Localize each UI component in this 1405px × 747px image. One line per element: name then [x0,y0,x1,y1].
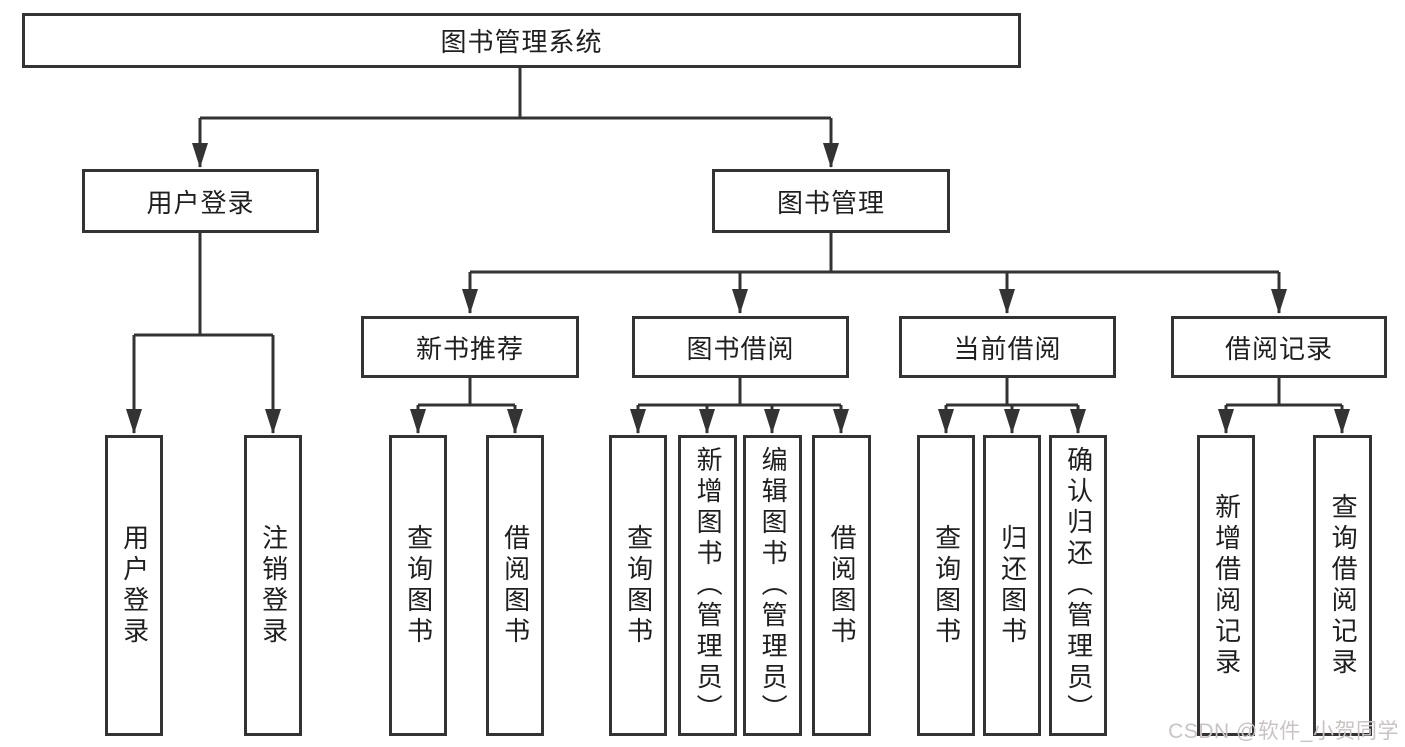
leaf-query-books-3: 查询图书 [917,435,975,736]
node-label: 新增图书（管理员） [693,446,724,725]
node-current-borrowing: 当前借阅 [899,316,1116,378]
node-label: 查询图书 [931,523,962,648]
leaf-query-borrow-record: 查询借阅记录 [1313,435,1372,736]
node-label: 用户登录 [119,523,150,648]
node-label: 借阅图书 [500,523,531,648]
csdn-watermark: CSDN @软件_小贺同学 [1168,720,1399,743]
leaf-logout: 注销登录 [244,435,302,736]
connector-current-borrowing-trunk [946,378,1078,407]
leaf-confirm-return-admin: 确认归还（管理员） [1049,435,1107,736]
node-label: 编辑图书（管理员） [758,446,789,725]
node-label: 确认归还（管理员） [1063,446,1094,725]
node-label: 新增借阅记录 [1211,492,1242,679]
node-label: 注销登录 [258,523,289,648]
leaf-return-book: 归还图书 [983,435,1041,736]
leaf-edit-book-admin: 编辑图书（管理员） [743,435,802,736]
connector-root-trunk [200,68,831,120]
node-label: 查询图书 [403,523,434,648]
node-label: 归还图书 [997,523,1028,648]
node-label: 查询借阅记录 [1328,492,1359,679]
leaf-query-books-1: 查询图书 [389,435,447,736]
leaf-borrow-books-2: 借阅图书 [812,435,871,736]
node-borrowing-records: 借阅记录 [1171,316,1387,378]
connector-new-book-trunk [418,378,515,407]
leaf-user-login: 用户登录 [105,435,163,736]
leaf-add-borrow-record: 新增借阅记录 [1197,435,1255,736]
node-new-book-recommend: 新书推荐 [361,316,579,378]
connector-borrowing-records-trunk [1226,378,1342,407]
leaf-query-books-2: 查询图书 [609,435,667,736]
node-label: 查询图书 [623,523,654,648]
connector-user-login-trunk [134,233,273,337]
connector-book-management-trunk [470,233,1279,274]
node-library-management-system: 图书管理系统 [22,13,1021,68]
node-label: 借阅图书 [827,523,858,648]
node-book-management: 图书管理 [712,169,950,233]
leaf-borrow-books-1: 借阅图书 [486,435,544,736]
node-book-borrowing: 图书借阅 [632,316,849,378]
leaf-add-book-admin: 新增图书（管理员） [678,435,737,736]
node-user-login: 用户登录 [82,169,319,233]
connector-book-borrowing-trunk [638,378,841,407]
